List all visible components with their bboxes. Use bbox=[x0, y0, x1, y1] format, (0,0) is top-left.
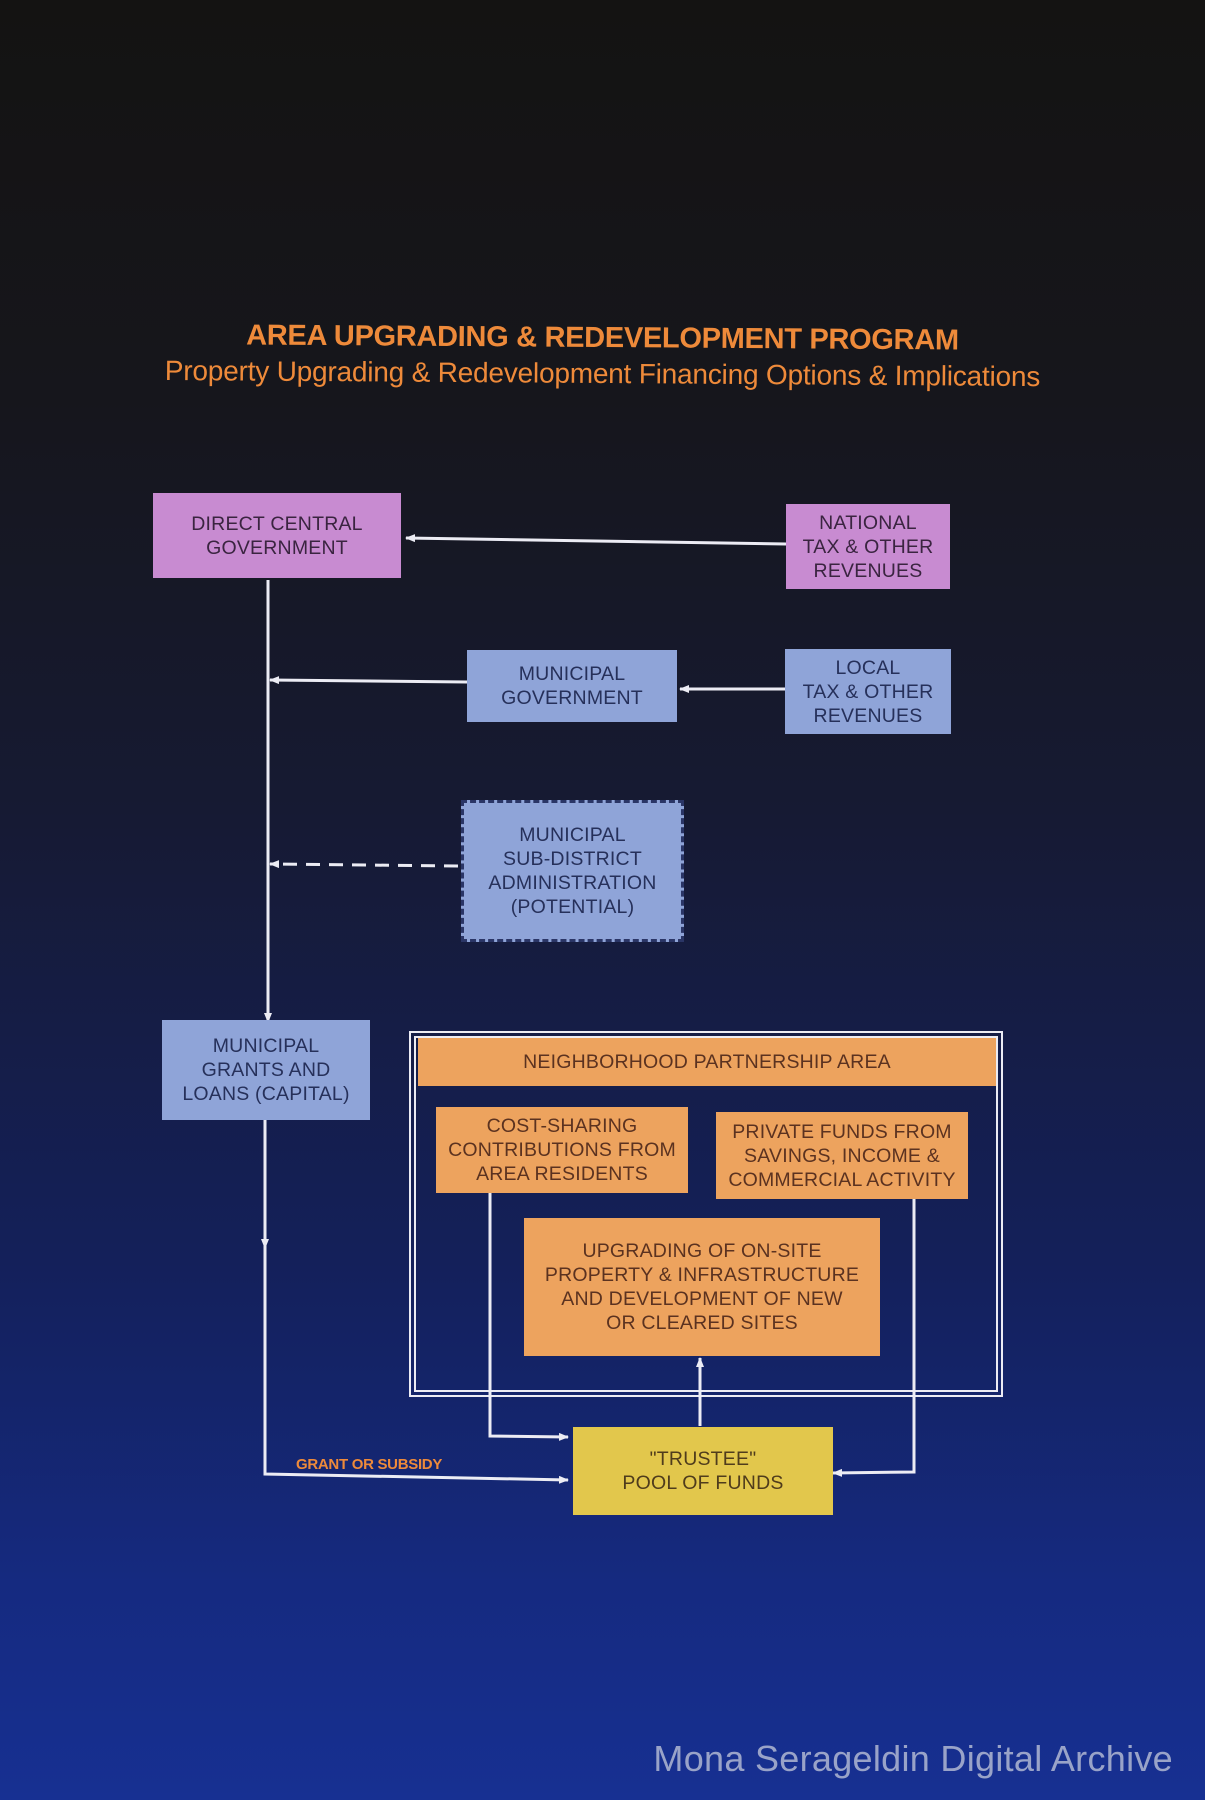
arrow-grant-to-trustee bbox=[263, 1248, 569, 1484]
node-private-funds: PRIVATE FUNDS FROM SAVINGS, INCOME & COM… bbox=[716, 1112, 968, 1199]
arrow-municipal-to-trunk bbox=[269, 676, 468, 685]
neighborhood-partnership-frame bbox=[409, 1031, 1003, 1397]
node-municipal-grants: MUNICIPAL GRANTS AND LOANS (CAPITAL) bbox=[162, 1020, 370, 1120]
node-municipal-government: MUNICIPAL GOVERNMENT bbox=[467, 650, 677, 722]
edge-label-grant-or-subsidy: GRANT OR SUBSIDY bbox=[296, 1456, 443, 1473]
arrow-private-to-trustee bbox=[832, 1199, 916, 1477]
node-upgrading: UPGRADING OF ON-SITE PROPERTY & INFRASTR… bbox=[524, 1218, 880, 1356]
node-national-tax: NATIONAL TAX & OTHER REVENUES bbox=[786, 504, 950, 589]
node-cost-sharing: COST-SHARING CONTRIBUTIONS FROM AREA RES… bbox=[436, 1107, 688, 1193]
arrow-costsharing-to-trustee bbox=[488, 1193, 569, 1441]
node-trustee-pool: "TRUSTEE" POOL OF FUNDS bbox=[573, 1427, 833, 1515]
arrow-national-to-central bbox=[405, 534, 787, 546]
node-neighborhood-partnership-area: NEIGHBORHOOD PARTNERSHIP AREA bbox=[418, 1038, 996, 1086]
node-municipal-sub-district: MUNICIPAL SUB-DISTRICT ADMINISTRATION (P… bbox=[461, 800, 684, 942]
node-direct-central-government: DIRECT CENTRAL GOVERNMENT bbox=[153, 493, 401, 578]
node-local-tax: LOCAL TAX & OTHER REVENUES bbox=[785, 649, 951, 734]
archive-watermark: Mona Serageldin Digital Archive bbox=[653, 1738, 1173, 1779]
arrow-subdistrict-to-trunk bbox=[269, 860, 459, 869]
